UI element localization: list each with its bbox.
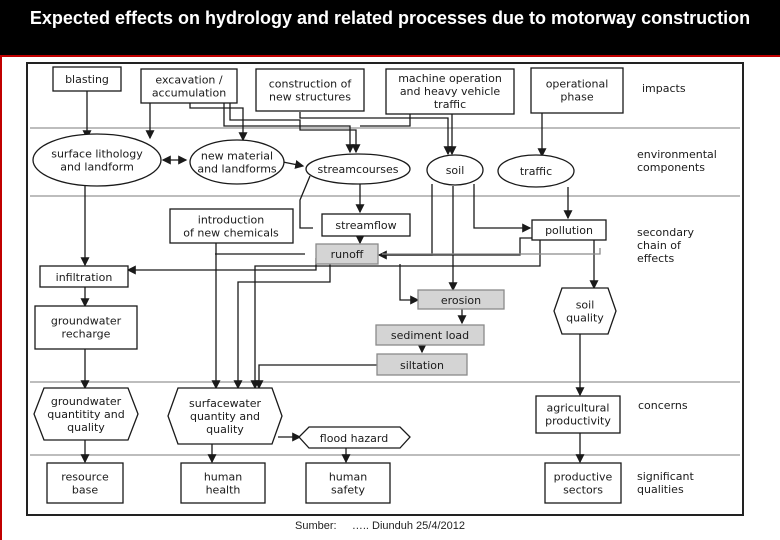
node-label-productive-sectors: productive — [554, 471, 613, 484]
node-label-human-health: health — [206, 484, 241, 497]
slide-title: Expected effects on hydrology and relate… — [29, 8, 751, 28]
node-label-surfacewater: quantity and — [190, 410, 260, 423]
category-label-secondary: secondary — [637, 226, 694, 239]
node-surfacewater — [167, 387, 283, 445]
category-label-environmental: environmental — [637, 148, 717, 161]
node-label-new-material: and landforms — [197, 163, 277, 176]
node-label-machine: and heavy vehicle — [400, 85, 501, 98]
node-label-chemicals: of new chemicals — [183, 227, 279, 240]
node-label-surface-lithology: and landform — [60, 161, 134, 174]
category-labels: impactsenvironmentalcomponentssecondaryc… — [637, 82, 717, 496]
band-separators — [30, 127, 740, 456]
node-label-human-safety: safety — [331, 484, 365, 497]
node-runoff — [315, 243, 379, 265]
source-note: Sumber: ….. Diunduh 25/4/2012 — [295, 520, 465, 532]
node-pollution — [531, 219, 607, 241]
node-label-sediment-load: sediment load — [391, 329, 469, 342]
node-new-material — [189, 139, 285, 185]
nodes — [32, 66, 624, 504]
node-flood-hazard — [298, 426, 411, 449]
node-label-human-safety: human — [329, 471, 367, 484]
node-groundwater-quantity — [33, 387, 139, 441]
category-label-secondary: effects — [637, 252, 674, 265]
category-label-environmental: components — [637, 161, 705, 174]
node-label-productive-sectors: sectors — [563, 484, 603, 497]
node-streamflow — [321, 213, 411, 237]
node-operational — [530, 67, 624, 114]
node-label-agricultural: agricultural — [547, 402, 610, 415]
node-label-groundwater-recharge: groundwater — [51, 315, 122, 328]
node-surface-lithology — [32, 133, 162, 187]
node-infiltration — [39, 265, 129, 288]
node-label-surfacewater: quality — [206, 423, 244, 436]
node-sediment-load — [375, 324, 485, 346]
source-text: ….. Diunduh 25/4/2012 — [351, 520, 465, 532]
node-label-infiltration: infiltration — [56, 271, 113, 284]
node-construction — [255, 68, 365, 112]
node-label-chemicals: introduction — [198, 214, 264, 227]
node-excavation — [140, 68, 238, 104]
node-label-streamflow: streamflow — [335, 219, 396, 232]
node-groundwater-recharge — [34, 305, 138, 350]
node-label-groundwater-quantity: quantitity and — [47, 408, 124, 421]
node-chemicals — [169, 208, 294, 244]
node-soil-quality — [553, 287, 617, 335]
node-label-new-material: new material — [201, 150, 273, 163]
node-label-pollution: pollution — [545, 224, 593, 237]
node-label-erosion: erosion — [441, 294, 481, 307]
category-label-secondary: chain of — [637, 239, 682, 252]
node-productive-sectors — [544, 462, 622, 504]
node-label-machine: traffic — [434, 98, 466, 111]
node-label-groundwater-quantity: quality — [67, 421, 105, 434]
node-label-machine: machine operation — [398, 72, 502, 85]
node-siltation — [376, 353, 468, 376]
node-label-construction: construction of — [269, 78, 353, 91]
title-bar: Expected effects on hydrology and relate… — [0, 0, 780, 57]
node-erosion — [417, 289, 505, 310]
node-soil — [426, 154, 484, 186]
node-blasting — [52, 66, 122, 92]
category-label-concerns: concerns — [638, 399, 688, 412]
node-label-excavation: accumulation — [152, 87, 226, 100]
node-resource-base — [46, 462, 124, 504]
node-human-health — [180, 462, 266, 504]
node-label-soil: soil — [446, 164, 465, 177]
node-label-operational: phase — [560, 91, 593, 104]
node-human-safety — [305, 462, 391, 504]
node-label-traffic: traffic — [520, 165, 552, 178]
node-label-surfacewater: surfacewater — [189, 397, 261, 410]
node-label-construction: new structures — [269, 91, 351, 104]
node-machine — [385, 68, 515, 115]
node-label-human-health: human — [204, 471, 242, 484]
source-label: Sumber: — [295, 520, 337, 532]
category-label-significant: qualities — [637, 483, 684, 496]
node-label-surface-lithology: surface lithology — [51, 148, 143, 161]
left-accent-rule — [0, 57, 2, 540]
node-streamcourses — [305, 153, 411, 185]
node-agricultural — [535, 395, 621, 434]
node-label-agricultural: productivity — [545, 415, 611, 428]
node-label-groundwater-quantity: groundwater — [51, 395, 122, 408]
category-label-impacts: impacts — [642, 82, 686, 95]
node-label-operational: operational — [546, 78, 609, 91]
connectors — [80, 91, 601, 464]
node-labels: blasting excavation /accumulation construc… — [47, 72, 612, 497]
node-label-resource-base: base — [72, 484, 98, 497]
node-traffic — [497, 154, 575, 188]
node-label-flood-hazard: flood hazard — [320, 432, 388, 445]
node-label-soil-quality: quality — [566, 312, 604, 325]
node-label-blasting: blasting — [65, 73, 109, 86]
node-label-soil-quality: soil — [576, 299, 595, 312]
node-label-resource-base: resource — [61, 471, 109, 484]
node-label-excavation: excavation / — [155, 74, 222, 87]
category-label-significant: significant — [637, 470, 694, 483]
node-label-streamcourses: streamcourses — [317, 163, 398, 176]
node-label-groundwater-recharge: recharge — [62, 328, 111, 341]
node-label-siltation: siltation — [400, 359, 444, 372]
node-label-runoff: runoff — [331, 248, 364, 261]
